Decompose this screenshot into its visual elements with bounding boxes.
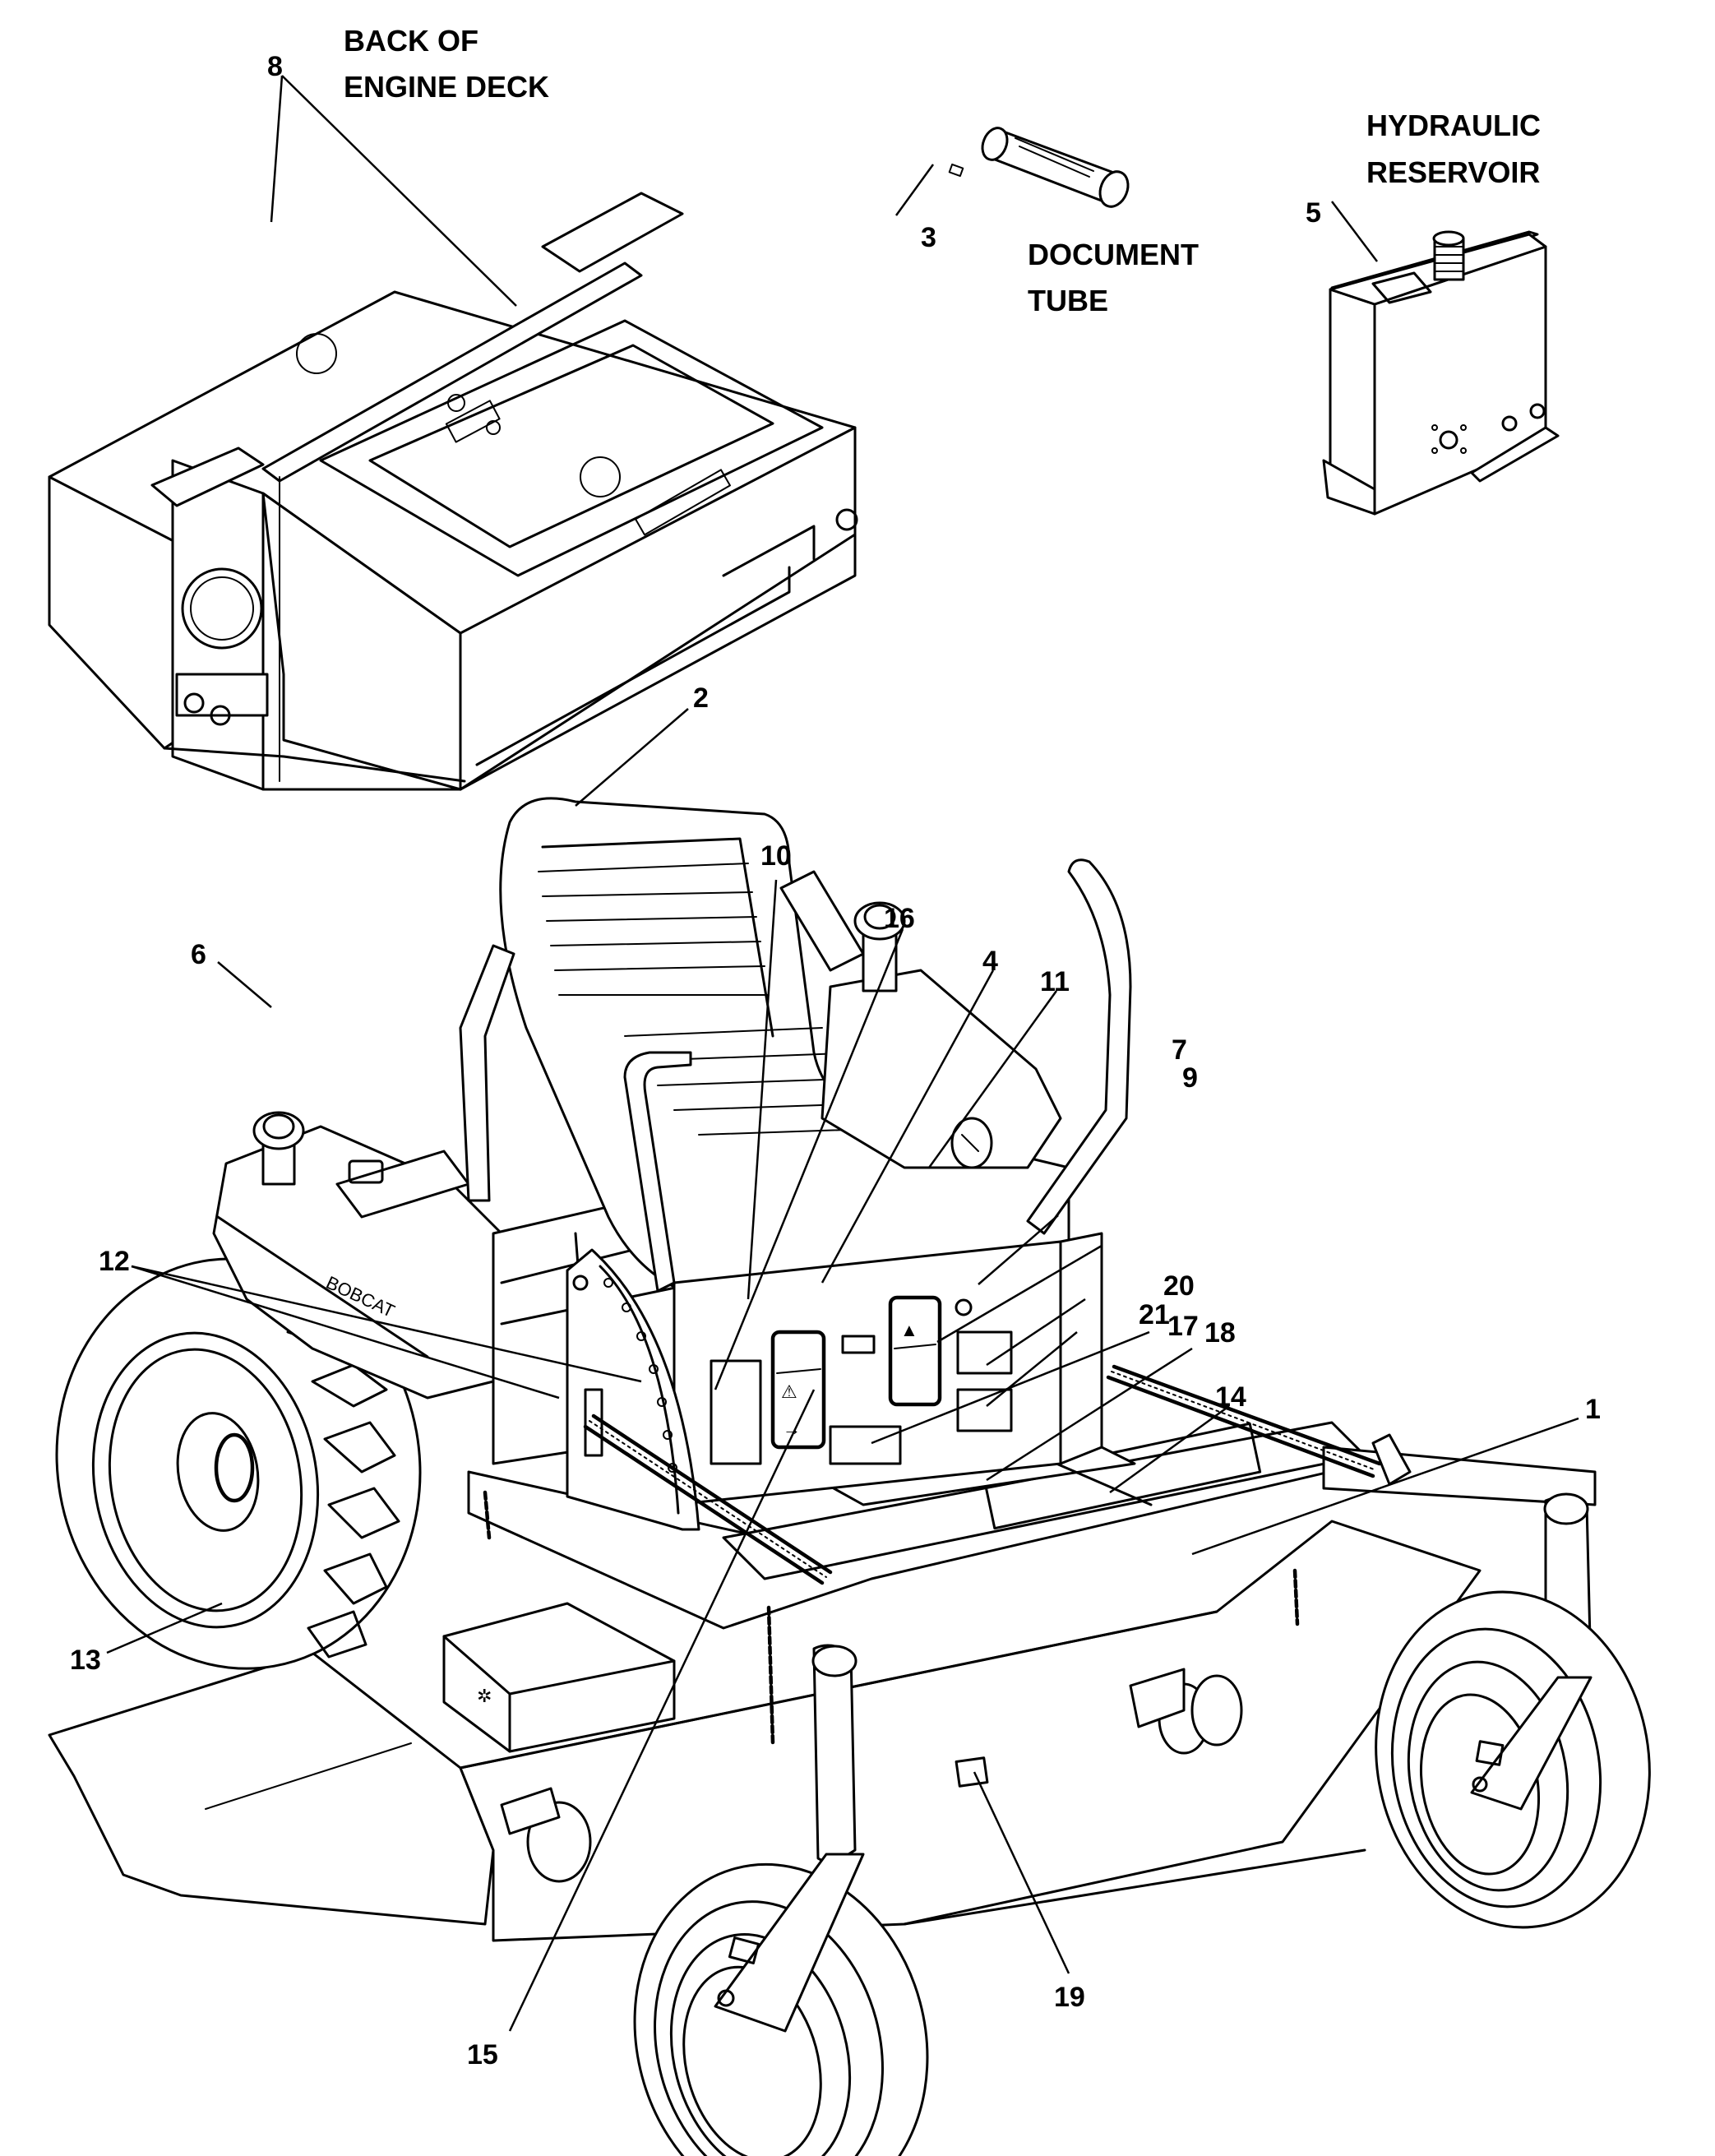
chain-left-rear: [483, 1490, 492, 1540]
callout-9: 9: [1182, 1062, 1198, 1094]
caption-hydraulic-reservoir-line1: HYDRAULIC: [1366, 109, 1541, 142]
seat: [459, 797, 1070, 1301]
callout-2: 2: [693, 682, 709, 714]
caption-document-tube-line1: DOCUMENT: [1028, 238, 1199, 271]
hazard-decal-icon: ▲: [900, 1320, 918, 1340]
wing-nut-icon: ✲: [477, 1686, 492, 1706]
callout-14: 14: [1215, 1381, 1246, 1413]
document-tube: [948, 127, 1130, 208]
callout-1: 1: [1585, 1394, 1601, 1425]
callout-16: 16: [884, 903, 915, 934]
leader-10: [747, 879, 778, 1300]
fuel-tank-right: [821, 969, 1062, 1169]
leader-15: [508, 1389, 816, 2032]
callout-12: 12: [99, 1246, 130, 1277]
callout-19: 19: [1054, 1982, 1085, 2013]
roller-right-2: [1190, 1674, 1243, 1747]
callout-3: 3: [921, 222, 936, 253]
decal-19-box: [955, 1756, 989, 1788]
leader-11: [927, 990, 1058, 1168]
leader-20: [986, 1298, 1086, 1367]
leader-8b: [281, 75, 517, 307]
callout-8: 8: [267, 51, 283, 82]
steering-lever: [1026, 858, 1132, 1235]
front-caster-left: [633, 1644, 929, 2156]
caption-hydraulic-reservoir-line2: RESERVOIR: [1366, 155, 1540, 189]
leader-12a: [131, 1265, 560, 1400]
leader-19: [973, 1771, 1070, 1974]
leader-lines: [106, 75, 1579, 2032]
leader-5: [1331, 201, 1378, 262]
leader-14: [1109, 1404, 1230, 1494]
callouts: 1 2 3 4 5 6 7 8 9 10 11 12 13 14 15 16 1…: [70, 51, 1601, 2070]
warning-decal-icon: ⚠: [781, 1381, 797, 1402]
caption-engine-deck-line2: ENGINE DECK: [344, 70, 549, 104]
leader-2: [575, 708, 689, 807]
callout-20: 20: [1163, 1270, 1195, 1302]
leader-1: [1191, 1417, 1579, 1556]
leader-4: [821, 969, 995, 1284]
mower-assembly: ✲ BOBCAT: [48, 797, 1651, 2156]
spring-right: [1106, 1364, 1412, 1486]
leader-13: [106, 1602, 223, 1654]
leader-8a: [270, 75, 284, 223]
leader-17: [871, 1330, 1150, 1445]
leader-12b: [131, 1265, 642, 1383]
callout-15: 15: [467, 2039, 498, 2070]
caption-document-tube-line2: TUBE: [1028, 284, 1108, 317]
callout-5: 5: [1306, 197, 1321, 229]
callout-4: 4: [982, 946, 998, 977]
callout-7: 7: [1172, 1034, 1187, 1066]
chain-left-front: [766, 1605, 775, 1746]
arrow-icon: →: [783, 1418, 801, 1439]
callout-10: 10: [760, 840, 792, 872]
callout-17: 17: [1167, 1311, 1199, 1342]
callout-18: 18: [1204, 1317, 1236, 1349]
spring-left: [583, 1413, 833, 1585]
caption-engine-deck-line1: BACK OF: [344, 24, 478, 58]
callout-6: 6: [191, 939, 206, 970]
leader-21: [986, 1331, 1078, 1407]
front-caster-right: [1375, 1492, 1651, 1929]
rear-wheel-left: [55, 1257, 422, 1670]
engine-deck-frame: [48, 192, 858, 791]
callout-11: 11: [1040, 966, 1070, 997]
leader-16: [714, 928, 904, 1390]
leader-9: [936, 1244, 1102, 1344]
captions: BACK OF ENGINE DECK DOCUMENT TUBE HYDRAU…: [344, 24, 1541, 317]
chain-right: [1292, 1568, 1300, 1626]
callout-13: 13: [70, 1645, 101, 1676]
leader-6: [217, 961, 272, 1008]
leader-7: [978, 1214, 1059, 1285]
leader-3: [894, 164, 935, 216]
hydraulic-reservoir: [1322, 230, 1560, 516]
leader-18: [986, 1347, 1193, 1482]
callout-21: 21: [1139, 1299, 1170, 1330]
